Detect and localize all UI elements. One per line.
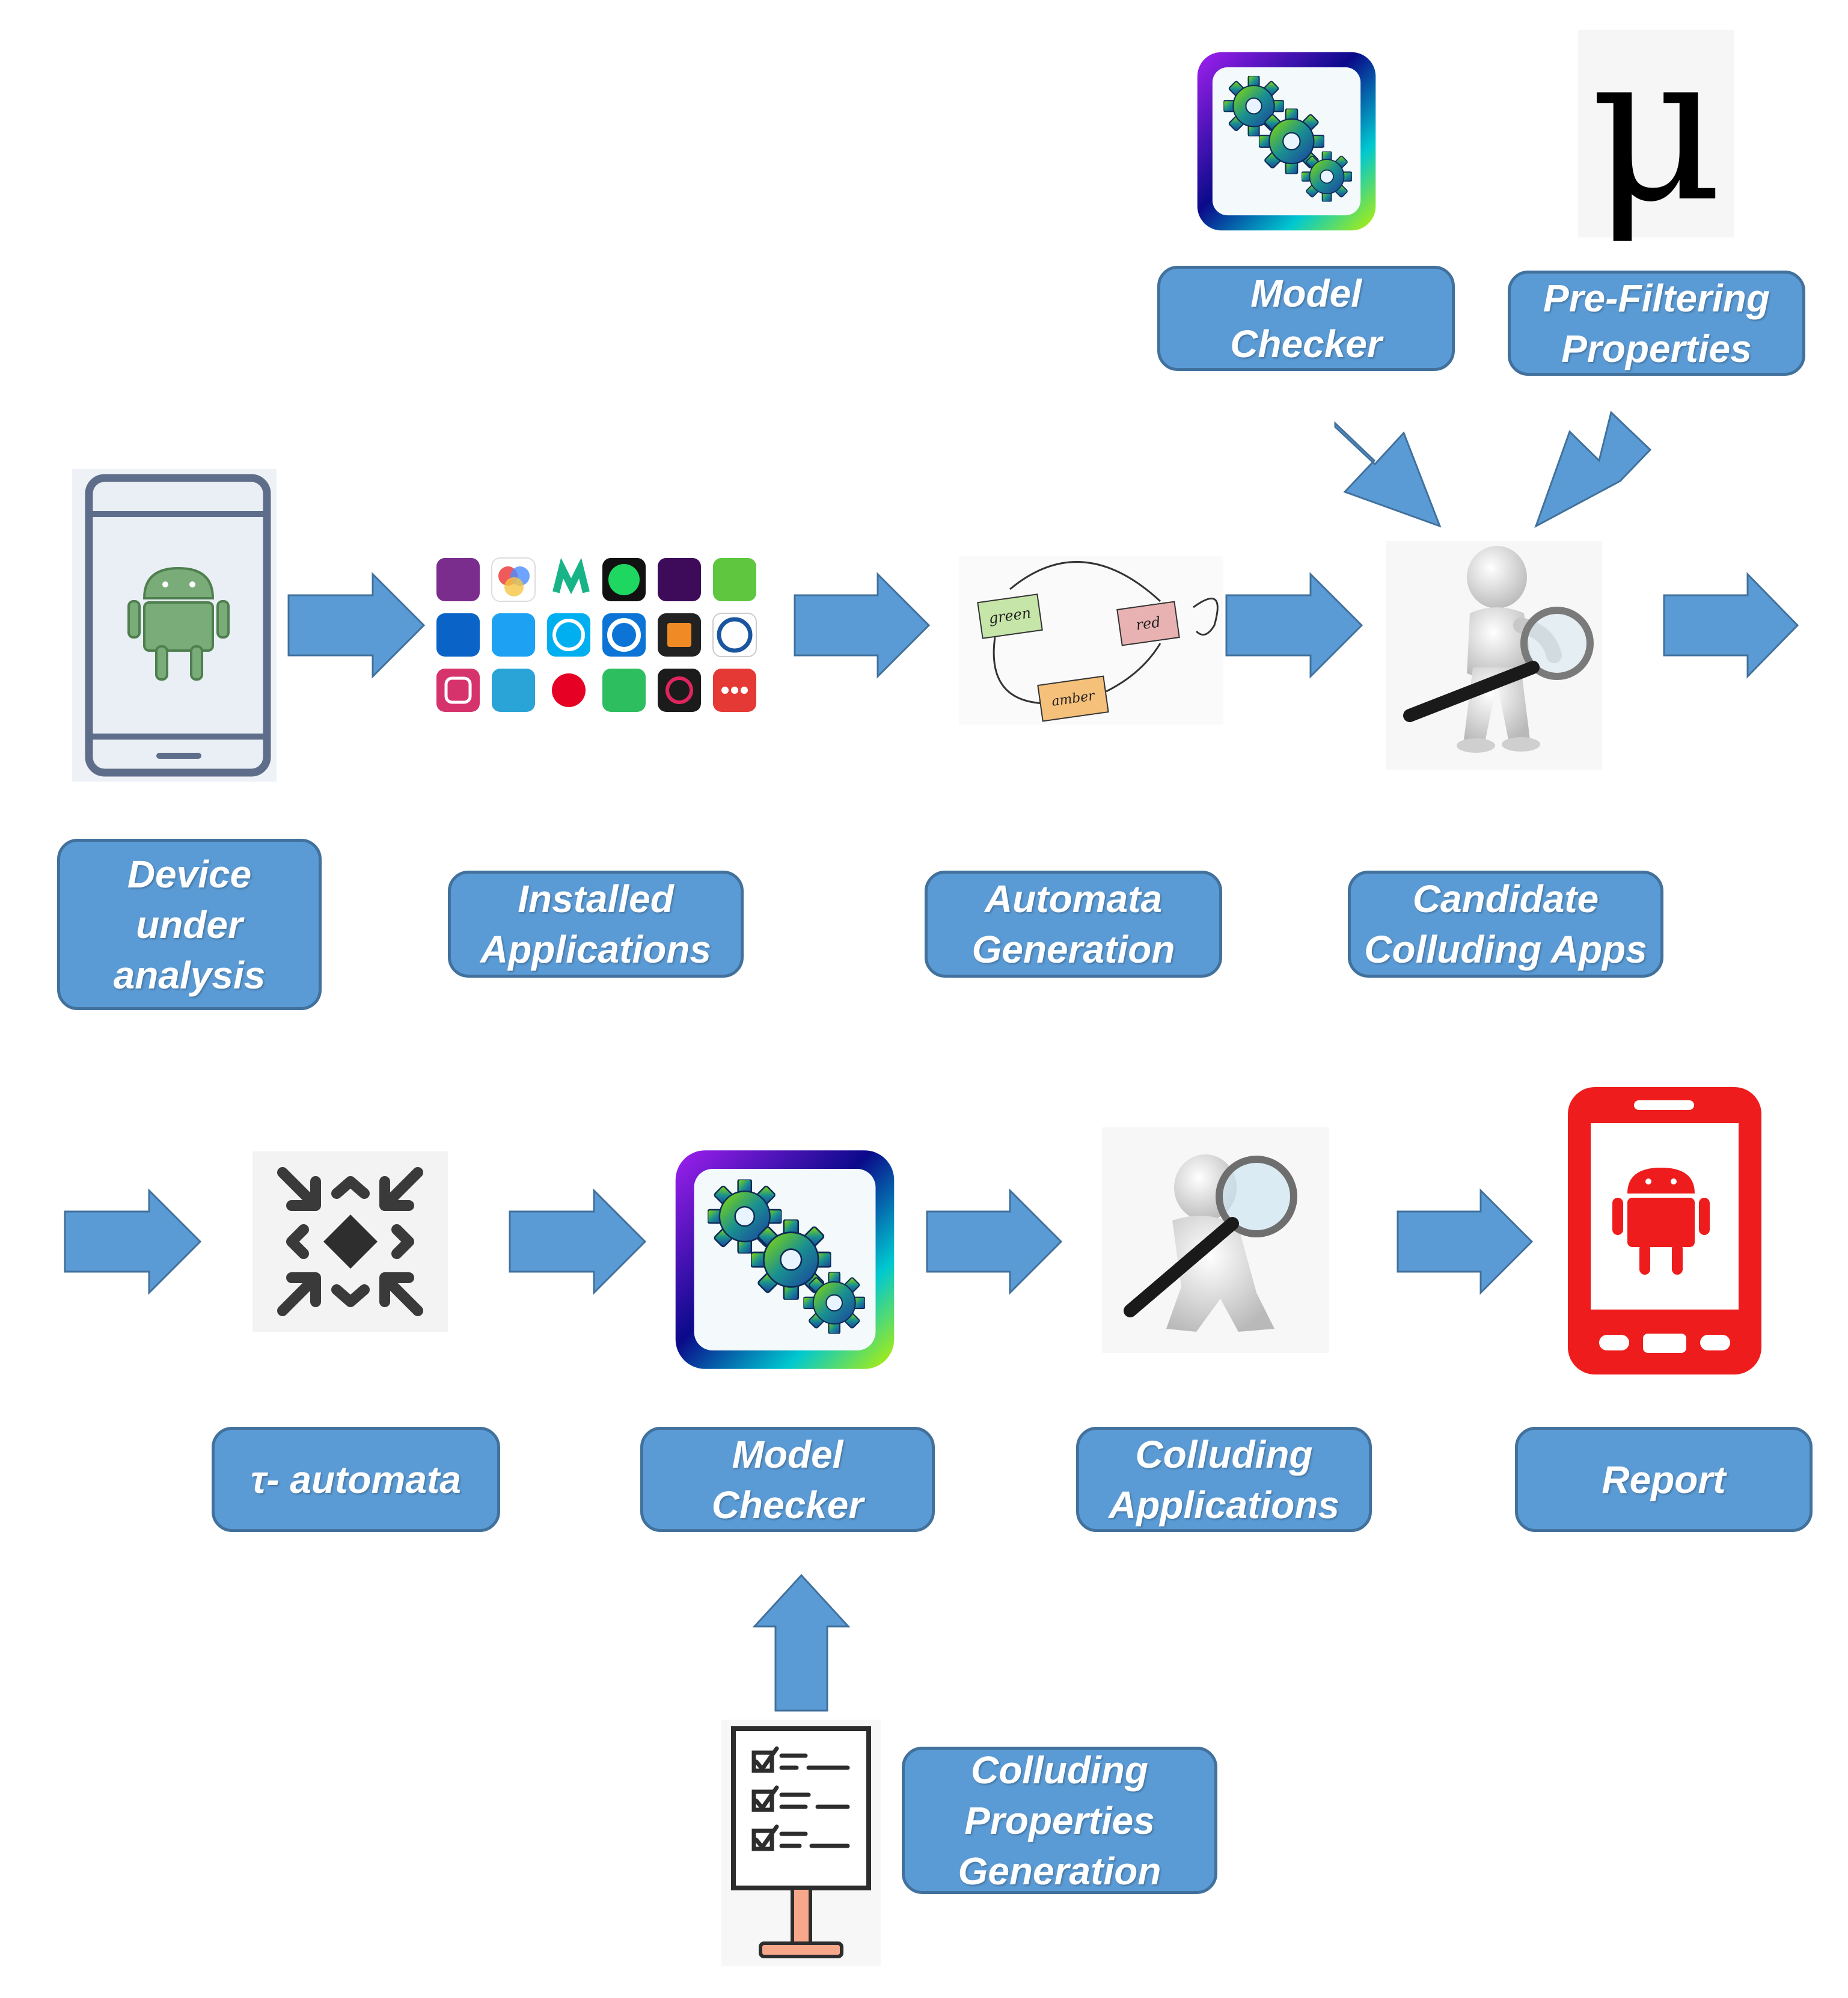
label-line: under <box>136 902 243 946</box>
label-line: Colluding <box>970 1748 1149 1792</box>
red-android-phone-icon <box>1568 1087 1761 1374</box>
label-line: Device <box>127 852 252 896</box>
label-automata-generation: Automata Generation <box>925 871 1222 978</box>
label-line: Automata <box>984 877 1163 921</box>
label-line: Properties <box>1561 326 1752 370</box>
label-line: Generation <box>958 1849 1161 1893</box>
model-checker-gears-icon-top <box>1198 52 1376 231</box>
label-line: Pre-Filtering <box>1543 276 1770 320</box>
arrow-device-to-apps <box>287 572 426 679</box>
arrow-tau-to-modelchecker <box>509 1188 647 1295</box>
mu-symbol-icon: μ <box>1578 9 1734 247</box>
label-line: τ- automata <box>251 1457 461 1501</box>
label-line: Applications <box>480 928 712 971</box>
label-prefiltering-properties: Pre-Filtering Properties <box>1508 271 1805 376</box>
label-colluding-applications: Colluding Applications <box>1076 1427 1372 1532</box>
flow-arrows <box>64 411 1799 1712</box>
arrow-in-to-tau <box>64 1188 202 1295</box>
label-line: Model <box>732 1432 843 1476</box>
label-line: Model <box>1250 271 1362 315</box>
label-line: Candidate <box>1412 877 1599 921</box>
label-line: Checker <box>711 1483 864 1527</box>
label-line: Applications <box>1108 1483 1340 1527</box>
arrow-prefiltering-to-candidate <box>1534 411 1652 529</box>
model-checker-gears-icon-bottom <box>676 1150 895 1369</box>
label-line: Report <box>1602 1457 1726 1501</box>
label-report: Report <box>1515 1427 1813 1532</box>
label-line: Installed <box>518 877 674 921</box>
label-line: Checker <box>1230 322 1382 366</box>
arrow-automata-to-candidate <box>1225 572 1363 679</box>
label-line: Colluding <box>1135 1432 1313 1476</box>
arrow-props-to-modelchecker <box>752 1574 851 1712</box>
arrow-colluding-to-report <box>1397 1188 1534 1295</box>
kneeling-magnifier-figure-icon <box>1102 1127 1329 1353</box>
arrow-candidate-out <box>1663 572 1799 679</box>
label-tau-automata: τ- automata <box>212 1427 500 1532</box>
android-phone-icon <box>72 469 277 782</box>
label-installed-applications: Installed Applications <box>448 871 744 978</box>
label-line: Generation <box>971 928 1175 971</box>
label-line: Colluding Apps <box>1364 928 1647 971</box>
app-grid-icon <box>436 557 757 712</box>
compress-arrows-icon <box>252 1151 448 1332</box>
arrow-apps-to-automata <box>794 572 931 679</box>
magnifier-figure-icon <box>1386 541 1602 770</box>
label-candidate-colluding-apps: Candidate Colluding Apps <box>1348 871 1663 978</box>
label-device-under-analysis: Device under analysis <box>57 839 322 1010</box>
label-model-checker-top: Model Checker <box>1157 266 1455 371</box>
label-model-checker-bottom: Model Checker <box>640 1427 935 1532</box>
label-line: Properties <box>964 1798 1155 1842</box>
checklist-board-icon <box>721 1720 881 1966</box>
state-label-red: red <box>1135 613 1162 633</box>
mu-symbol: μ <box>1590 9 1723 247</box>
arrow-modelchecker-to-candidate <box>1334 421 1442 528</box>
state-machine-sketch-icon: green red amber <box>959 556 1223 725</box>
label-colluding-properties-generation: Colluding Properties Generation <box>902 1747 1217 1894</box>
label-line: analysis <box>113 953 266 997</box>
arrow-modelchecker-to-colluding <box>926 1188 1063 1295</box>
